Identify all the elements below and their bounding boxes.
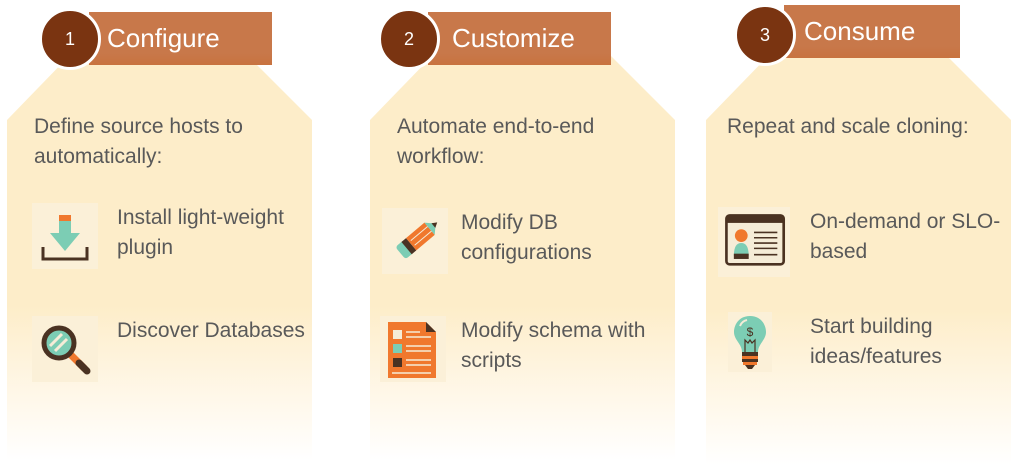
list-item: $ Start building ideas/features <box>728 312 1008 382</box>
step-intro: Repeat and scale cloning: <box>727 115 969 138</box>
pencil-icon <box>382 208 448 274</box>
step-configure: 1 Configure Define source hosts to autom… <box>7 0 317 469</box>
step-intro: Automate end-to-end workflow: <box>397 115 595 168</box>
item-label: On-demand or SLO-based <box>810 210 1001 263</box>
item-label: Start building ideas/features <box>810 315 942 368</box>
item-label: Discover Databases <box>117 319 305 342</box>
list-item: Install light-weight plugin <box>32 203 312 273</box>
list-item: Modify schema with scripts <box>380 316 660 386</box>
magnifier-icon <box>32 316 98 382</box>
list-item: Modify DB configurations <box>382 208 662 278</box>
step-number-badge: 1 <box>39 8 101 70</box>
step-title: Configure <box>107 23 220 53</box>
download-icon <box>32 203 98 269</box>
step-header-bar <box>784 5 960 58</box>
step-title: Consume <box>804 16 916 46</box>
item-label: Modify schema with scripts <box>461 319 646 372</box>
step-number-badge: 2 <box>378 8 440 70</box>
profile-card-icon <box>718 207 790 277</box>
step-title: Customize <box>452 23 575 53</box>
step-header-bar <box>89 12 272 65</box>
list-item: On-demand or SLO-based <box>718 207 1000 277</box>
lightbulb-dollar-icon: $ <box>728 312 772 372</box>
step-customize: 2 Customize Automate end-to-end workflow… <box>370 0 680 469</box>
item-label: Modify DB configurations <box>461 211 592 264</box>
step-header-bar <box>428 12 611 65</box>
document-list-icon <box>380 316 446 382</box>
item-label: Install light-weight plugin <box>117 206 284 259</box>
svg-text:$: $ <box>747 325 754 339</box>
step-consume: 3 Consume Repeat and scale cloning: On-d… <box>706 0 1016 469</box>
list-item: Discover Databases <box>32 316 312 386</box>
step-number-badge: 3 <box>734 4 796 66</box>
step-intro: Define source hosts to automatically: <box>34 115 243 168</box>
